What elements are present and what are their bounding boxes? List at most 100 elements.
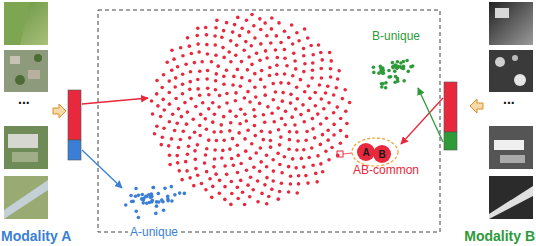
feature-point	[398, 65, 402, 69]
feature-point	[402, 64, 406, 68]
feature-point	[225, 173, 229, 177]
feature-point	[270, 16, 274, 20]
feature-point	[157, 192, 161, 196]
feature-point	[201, 101, 205, 105]
feature-point	[283, 72, 287, 76]
feature-point	[278, 143, 282, 147]
input-arrow	[53, 104, 66, 118]
zoom-line	[343, 153, 352, 154]
feature-point	[409, 65, 413, 69]
feature-point	[391, 61, 395, 65]
feature-point	[219, 130, 223, 134]
feature-point	[302, 120, 306, 124]
feature-point	[188, 88, 192, 92]
feature-point	[299, 78, 303, 82]
feature-point	[214, 72, 218, 76]
feature-point	[218, 94, 222, 98]
feature-point	[182, 129, 186, 133]
feature-point	[336, 77, 340, 81]
feature-point	[258, 170, 262, 174]
feature-point	[278, 163, 282, 167]
modality-letter: B	[378, 149, 385, 160]
feature-point	[223, 164, 227, 168]
cluster-label: B-unique	[372, 30, 420, 43]
feature-point	[189, 70, 193, 74]
modality-label: Modality B	[464, 229, 535, 244]
feature-point	[308, 97, 312, 101]
feature-point	[211, 120, 215, 124]
feature-point	[311, 117, 315, 121]
feature-point	[159, 143, 163, 147]
feature-point	[219, 123, 223, 127]
feature-point	[271, 98, 275, 102]
feature-point	[205, 33, 209, 37]
feature-point	[261, 138, 265, 142]
feature-point	[259, 78, 263, 82]
feature-point	[214, 53, 218, 57]
feature-point	[236, 171, 240, 175]
feature-point	[275, 72, 279, 76]
feature-point	[236, 197, 240, 201]
feature-point	[198, 124, 202, 128]
feature-point	[246, 128, 250, 132]
feature-point	[284, 110, 288, 114]
feature-point	[153, 132, 157, 136]
feature-point	[339, 141, 343, 145]
feature-point	[186, 152, 190, 156]
feature-point	[245, 169, 249, 173]
feature-point	[246, 68, 250, 72]
feature-point	[134, 187, 138, 191]
feature-point	[177, 146, 181, 150]
feature-point	[306, 181, 310, 185]
feature-point	[289, 93, 293, 97]
modality-b-images	[489, 2, 533, 219]
feature-point	[184, 160, 188, 164]
feature-point	[238, 34, 242, 38]
feature-point	[243, 96, 247, 100]
feature-point	[196, 42, 200, 46]
feature-point	[174, 97, 178, 101]
feature-point	[270, 27, 274, 31]
feature-point	[254, 95, 258, 99]
feature-point	[230, 157, 234, 161]
feature-point	[317, 43, 321, 47]
feature-point	[294, 67, 298, 71]
feature-point	[243, 137, 247, 141]
feature-point	[218, 179, 222, 183]
feature-point	[188, 136, 192, 140]
feature-point	[217, 105, 221, 109]
feature-point	[263, 183, 267, 187]
feature-point	[144, 195, 148, 199]
feature-point	[220, 156, 224, 160]
feature-point	[129, 194, 133, 198]
feature-point	[316, 154, 320, 158]
feature-point	[327, 158, 331, 162]
feature-point	[152, 186, 156, 190]
feature-point	[216, 64, 220, 68]
feature-point	[232, 75, 236, 79]
feature-point	[238, 122, 242, 126]
common-group: AB-commonAB	[345, 136, 423, 180]
feature-point	[178, 191, 182, 195]
feature-point	[171, 112, 175, 116]
feature-point	[198, 69, 202, 73]
feature-point	[183, 101, 187, 105]
feature-point	[176, 161, 180, 165]
feature-point	[170, 185, 174, 189]
feature-point	[372, 65, 376, 69]
feature-point	[188, 176, 192, 180]
feature-point	[215, 19, 219, 23]
feature-point	[170, 199, 174, 203]
feature-point	[213, 34, 217, 38]
feature-point	[381, 82, 385, 86]
feature-point	[287, 36, 291, 40]
input-arrow	[470, 99, 483, 113]
feature-point	[214, 26, 218, 30]
feature-point	[245, 119, 249, 123]
feature-point	[290, 115, 294, 119]
feature-point	[124, 203, 128, 207]
feature-point	[161, 98, 165, 102]
feature-point	[193, 149, 197, 153]
feature-point	[287, 81, 291, 85]
feature-point	[265, 176, 269, 180]
